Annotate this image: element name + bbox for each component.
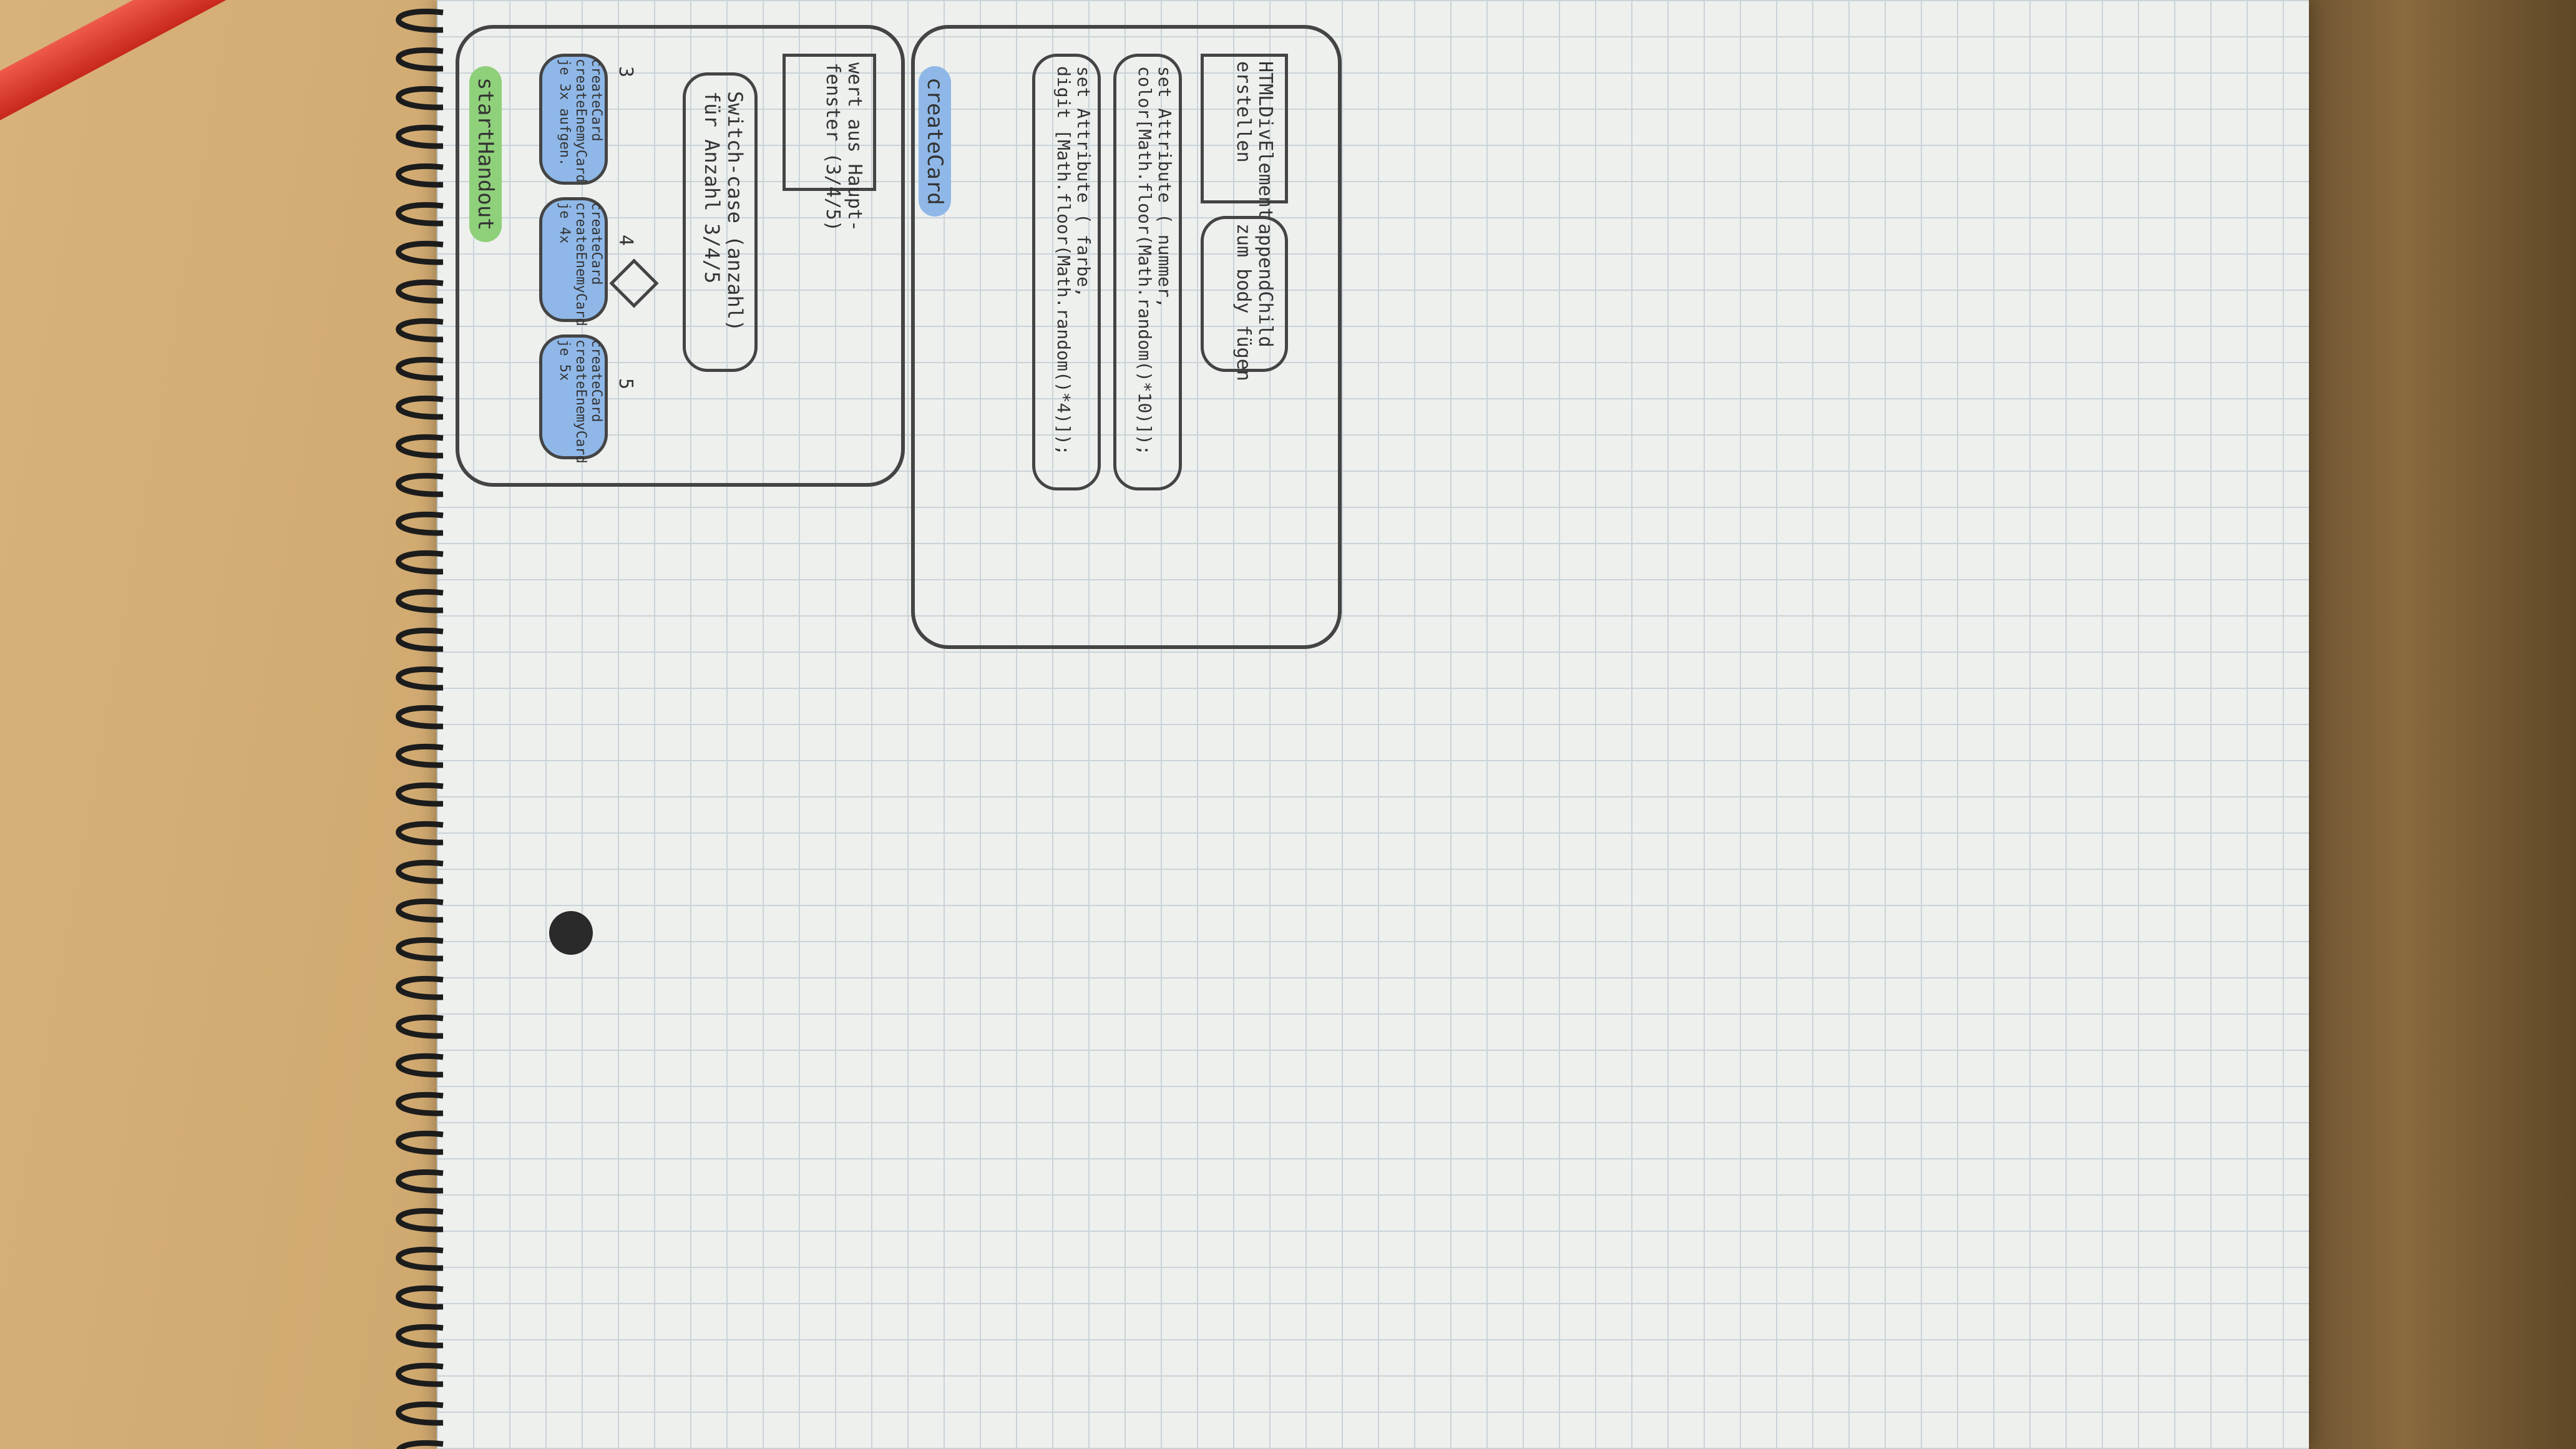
section-createcard: createCard HTMLDivElement erstellen appe… bbox=[911, 25, 1342, 649]
spiral-ring bbox=[396, 202, 444, 227]
spiral-ring bbox=[396, 627, 444, 652]
diagram-canvas: startHandout wert aus Haupt- fenster (3/… bbox=[406, 0, 2215, 1449]
spiral-ring bbox=[396, 1208, 444, 1232]
section-startfn: startHandout wert aus Haupt- fenster (3/… bbox=[456, 25, 905, 487]
spiral-ring bbox=[396, 1130, 444, 1155]
spiral-ring bbox=[396, 1362, 444, 1387]
case-3: 3 bbox=[615, 66, 637, 78]
spiral-ring bbox=[396, 1169, 444, 1194]
spiral-ring bbox=[396, 1440, 444, 1449]
switch-decision bbox=[609, 258, 659, 308]
spiral-ring bbox=[396, 85, 444, 110]
spiral-ring bbox=[396, 1401, 444, 1426]
spiral-ring bbox=[396, 434, 444, 459]
spiral-ring bbox=[396, 666, 444, 691]
case5-text: createCard createEnemyCard je 5x bbox=[557, 339, 604, 464]
spiral-ring bbox=[396, 356, 444, 381]
spiral-ring bbox=[396, 550, 444, 575]
spiral-ring bbox=[396, 975, 444, 1000]
create-set2-text: set Attribute ( farbe, digit [Math.floor… bbox=[1053, 66, 1094, 456]
spiral-ring bbox=[396, 743, 444, 768]
label-startfn: startHandout bbox=[469, 66, 502, 242]
case-4: 4 bbox=[615, 235, 637, 246]
spiral-ring bbox=[396, 318, 444, 343]
spiral-ring bbox=[396, 8, 444, 33]
spiral-ring bbox=[396, 782, 444, 807]
spiral-ring bbox=[396, 705, 444, 729]
spiral-ring bbox=[396, 163, 444, 188]
spiral-ring bbox=[396, 1324, 444, 1349]
notebook-page bbox=[437, 0, 2309, 1449]
spiral-ring bbox=[396, 821, 444, 846]
spiral-ring bbox=[396, 279, 444, 304]
case-5: 5 bbox=[615, 378, 637, 390]
spiral-ring bbox=[396, 240, 444, 265]
case3-text: createCard createEnemyCard je 3x aufgen. bbox=[557, 59, 604, 183]
spiral-ring bbox=[396, 395, 444, 420]
switch-text: Switch-case (anzahl) für Anzahl 3/4/5 bbox=[700, 91, 747, 332]
spiral-ring bbox=[396, 1014, 444, 1039]
spiral-ring bbox=[396, 124, 444, 149]
spiral-ring bbox=[396, 511, 444, 536]
spiral-ring bbox=[396, 1285, 444, 1310]
spiral-ring bbox=[396, 1246, 444, 1271]
spiral-binding bbox=[396, 8, 444, 1449]
spiral-ring bbox=[396, 588, 444, 613]
spiral-ring bbox=[396, 1053, 444, 1078]
start-value-text: wert aus Haupt- fenster (3/4/5) bbox=[822, 62, 866, 232]
spiral-ring bbox=[396, 47, 444, 72]
case4-text: createCard createEnemyCard je 4x bbox=[557, 202, 604, 326]
spiral-ring bbox=[396, 937, 444, 962]
create-append-text: appendChild zum body fügen bbox=[1232, 223, 1277, 381]
spiral-ring bbox=[396, 1091, 444, 1116]
create-set1-text: set Attribute ( nummer, color[Math.floor… bbox=[1134, 66, 1175, 456]
label-createcard: createCard bbox=[919, 66, 951, 217]
fabric-background bbox=[2289, 0, 2576, 1449]
spiral-ring bbox=[396, 898, 444, 923]
punch-hole-bottom bbox=[549, 911, 593, 955]
create-html-text: HTMLDivElement erstellen bbox=[1232, 61, 1277, 219]
spiral-ring bbox=[396, 859, 444, 884]
spiral-ring bbox=[396, 472, 444, 497]
